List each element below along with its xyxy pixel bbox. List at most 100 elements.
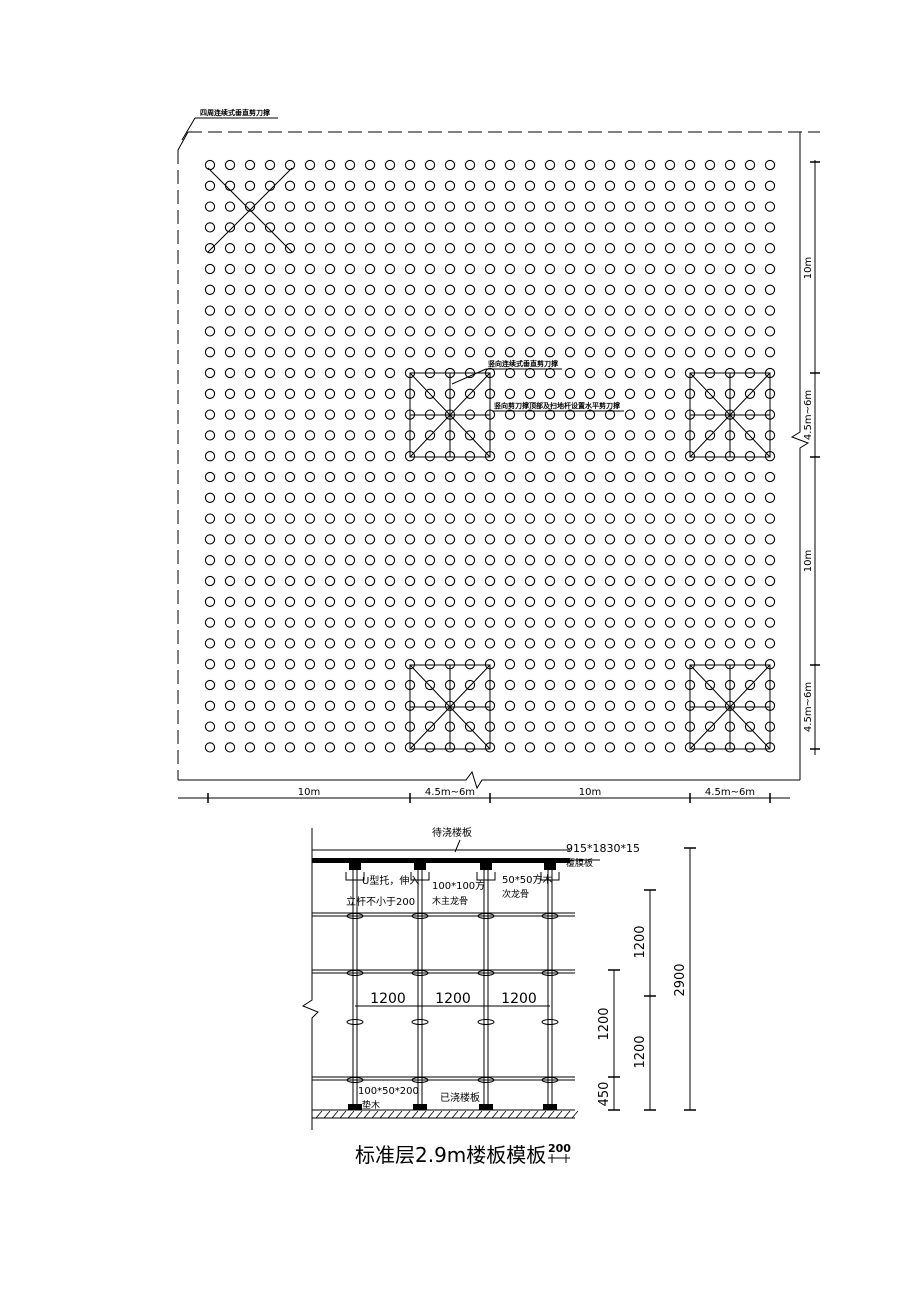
post-circle bbox=[524, 471, 536, 483]
post-circle bbox=[284, 742, 296, 753]
post-circle bbox=[704, 721, 716, 732]
hatch-stroke bbox=[499, 1110, 507, 1119]
post-circle bbox=[224, 555, 236, 566]
hatch-stroke bbox=[451, 1110, 459, 1119]
post-circle bbox=[504, 180, 516, 191]
post-circle bbox=[224, 721, 236, 732]
post-circle bbox=[424, 575, 436, 587]
post-circle bbox=[484, 305, 496, 316]
post-circle bbox=[524, 388, 536, 399]
post-circle bbox=[724, 347, 736, 358]
post-circle bbox=[204, 367, 216, 379]
post-circle bbox=[524, 367, 536, 379]
post-circle bbox=[364, 534, 376, 545]
post-circle bbox=[704, 742, 716, 753]
post-circle bbox=[384, 721, 396, 732]
post-circle bbox=[524, 430, 536, 441]
post-circle bbox=[204, 180, 216, 191]
dim-upper: 1200 bbox=[633, 925, 648, 958]
post-circle bbox=[324, 700, 336, 711]
post-circle bbox=[744, 305, 756, 316]
post-circle bbox=[704, 201, 716, 212]
post-circle bbox=[584, 409, 596, 420]
post-circle bbox=[544, 326, 556, 337]
post-circle bbox=[224, 409, 236, 420]
post-circle bbox=[724, 305, 736, 316]
post-circle bbox=[664, 263, 676, 275]
post-circle bbox=[764, 180, 776, 191]
post-circle bbox=[244, 575, 256, 587]
post-circle bbox=[324, 742, 336, 753]
post-circle bbox=[364, 305, 376, 316]
post-circle bbox=[244, 513, 256, 524]
post-circle bbox=[524, 326, 536, 337]
post-circle bbox=[684, 305, 696, 316]
post-circle bbox=[424, 617, 436, 628]
post-circle bbox=[584, 284, 596, 295]
post-circle bbox=[644, 471, 656, 483]
post-circle bbox=[664, 409, 676, 420]
post-circle bbox=[524, 659, 536, 670]
post-circle bbox=[584, 471, 596, 483]
post-circle bbox=[604, 555, 616, 566]
post-circle bbox=[744, 513, 756, 524]
top-slab-leader bbox=[454, 839, 461, 853]
hatch-stroke bbox=[427, 1110, 435, 1119]
post-circle bbox=[504, 721, 516, 732]
post-circle bbox=[344, 243, 356, 254]
post-circle bbox=[424, 471, 436, 483]
post-circle bbox=[664, 222, 676, 233]
hatch-stroke bbox=[555, 1110, 563, 1119]
post-circle bbox=[264, 492, 276, 503]
post-circle bbox=[224, 430, 236, 441]
post-circle bbox=[404, 638, 416, 649]
post-circle bbox=[344, 700, 356, 711]
post-circle bbox=[204, 263, 216, 275]
post-circle bbox=[324, 555, 336, 566]
post-circle bbox=[244, 284, 256, 295]
post-circle bbox=[304, 742, 316, 753]
post-circle bbox=[244, 659, 256, 670]
base-block-label: 100*50*200 bbox=[358, 1086, 419, 1097]
post-circle bbox=[224, 326, 236, 337]
post-circle bbox=[384, 596, 396, 607]
post-circle bbox=[624, 596, 636, 607]
post-circle bbox=[264, 555, 276, 566]
post-circle bbox=[524, 347, 536, 358]
post-circle bbox=[604, 679, 616, 691]
post-circle bbox=[744, 742, 756, 753]
post-circle bbox=[744, 159, 756, 171]
post-circle bbox=[264, 659, 276, 670]
post-circle bbox=[464, 534, 476, 545]
post-circle bbox=[264, 721, 276, 732]
post-circle bbox=[504, 534, 516, 545]
section-left-edge bbox=[301, 828, 319, 1130]
post-circle bbox=[484, 201, 496, 212]
hatch-stroke bbox=[387, 1110, 395, 1119]
post-circle bbox=[604, 659, 616, 670]
post-circle bbox=[664, 284, 676, 295]
post-circle bbox=[324, 409, 336, 420]
perimeter-note-leader bbox=[181, 117, 278, 141]
post-circle bbox=[644, 659, 656, 670]
post-circle bbox=[384, 263, 396, 275]
post-circle bbox=[204, 721, 216, 732]
plan-boundary-right bbox=[790, 132, 810, 780]
post-circle bbox=[404, 284, 416, 295]
post-circle bbox=[224, 596, 236, 607]
post-circle bbox=[284, 617, 296, 628]
post-circle bbox=[464, 180, 476, 191]
post-circle bbox=[424, 263, 436, 275]
post-circle bbox=[464, 201, 476, 212]
post-circle bbox=[704, 617, 716, 628]
post-circle bbox=[704, 659, 716, 670]
hatch-stroke bbox=[491, 1110, 499, 1119]
post-circle bbox=[564, 430, 576, 441]
post-circle bbox=[404, 534, 416, 545]
post-circle bbox=[544, 659, 556, 670]
post-circle bbox=[384, 367, 396, 379]
post-circle bbox=[284, 555, 296, 566]
post-circle bbox=[644, 180, 656, 191]
post-circle bbox=[264, 263, 276, 275]
post-circle bbox=[224, 638, 236, 649]
